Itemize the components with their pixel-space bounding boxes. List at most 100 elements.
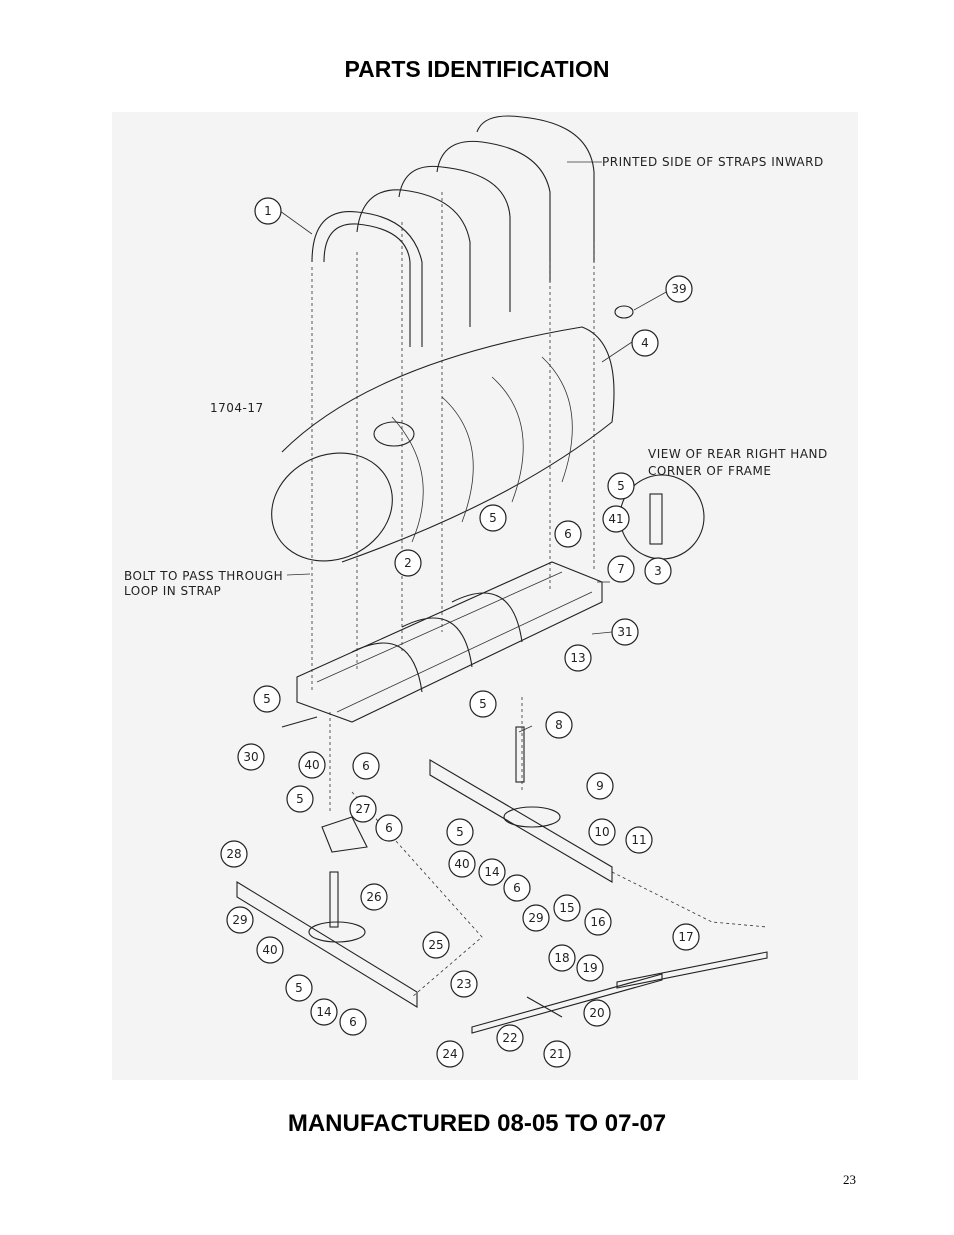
callout-1: 1 [254, 197, 282, 225]
svg-text:5: 5 [479, 697, 487, 711]
svg-text:6: 6 [513, 881, 521, 895]
callout-40: 40 [448, 850, 476, 878]
callout-29: 29 [522, 904, 550, 932]
svg-text:15: 15 [559, 901, 574, 915]
callout-6: 6 [375, 814, 403, 842]
svg-text:2: 2 [404, 556, 412, 570]
callout-8: 8 [545, 711, 573, 739]
callout-39: 39 [665, 275, 693, 303]
note-bolt-1: BOLT TO PASS THROUGH [124, 569, 283, 583]
callout-5: 5 [285, 974, 313, 1002]
callout-19: 19 [576, 954, 604, 982]
callout-4: 4 [631, 329, 659, 357]
callout-25: 25 [422, 931, 450, 959]
svg-text:6: 6 [564, 527, 572, 541]
svg-text:10: 10 [594, 825, 609, 839]
callout-24: 24 [436, 1040, 464, 1068]
callout-18: 18 [548, 944, 576, 972]
callout-5: 5 [607, 472, 635, 500]
svg-text:29: 29 [528, 911, 543, 925]
svg-text:14: 14 [484, 865, 499, 879]
svg-text:26: 26 [366, 890, 381, 904]
callout-22: 22 [496, 1024, 524, 1052]
svg-text:23: 23 [456, 977, 471, 991]
svg-text:3: 3 [654, 564, 662, 578]
callout-14: 14 [310, 998, 338, 1026]
callout-6: 6 [339, 1008, 367, 1036]
parts-diagram: PRINTED SIDE OF STRAPS INWARD 1704-17 VI… [112, 112, 858, 1080]
callout-28: 28 [220, 840, 248, 868]
callout-17: 17 [672, 923, 700, 951]
note-straps: PRINTED SIDE OF STRAPS INWARD [602, 155, 824, 169]
guide-lines [311, 192, 768, 998]
callout-6: 6 [554, 520, 582, 548]
svg-text:40: 40 [262, 943, 277, 957]
svg-text:40: 40 [454, 857, 469, 871]
svg-text:5: 5 [489, 511, 497, 525]
tank-straps [311, 115, 595, 347]
callout-2: 2 [394, 549, 422, 577]
callout-5: 5 [253, 685, 281, 713]
callout-5: 5 [479, 504, 507, 532]
svg-text:27: 27 [355, 802, 370, 816]
callout-10: 10 [588, 818, 616, 846]
callout-5: 5 [446, 818, 474, 846]
callout-21: 21 [543, 1040, 571, 1068]
callout-11: 11 [625, 826, 653, 854]
callout-13: 13 [564, 644, 592, 672]
callout-6: 6 [503, 874, 531, 902]
svg-text:40: 40 [304, 758, 319, 772]
svg-text:22: 22 [502, 1031, 517, 1045]
page-title: PARTS IDENTIFICATION [344, 56, 610, 82]
svg-text:1: 1 [264, 204, 272, 218]
callout-3: 3 [644, 557, 672, 585]
svg-text:28: 28 [226, 847, 241, 861]
svg-text:21: 21 [549, 1047, 564, 1061]
frame [296, 561, 603, 723]
small-parts [281, 305, 663, 928]
svg-text:30: 30 [243, 750, 258, 764]
callout-29: 29 [226, 906, 254, 934]
svg-text:5: 5 [295, 981, 303, 995]
svg-text:20: 20 [589, 1006, 604, 1020]
svg-text:16: 16 [590, 915, 605, 929]
svg-text:4: 4 [641, 336, 649, 350]
callout-7: 7 [607, 555, 635, 583]
svg-text:8: 8 [555, 718, 563, 732]
manufactured-date-title: MANUFACTURED 08-05 TO 07-07 [287, 1110, 667, 1137]
svg-text:5: 5 [263, 692, 271, 706]
callout-5: 5 [286, 785, 314, 813]
svg-text:9: 9 [596, 779, 604, 793]
svg-text:5: 5 [296, 792, 304, 806]
callout-31: 31 [611, 618, 639, 646]
callout-23: 23 [450, 970, 478, 998]
svg-text:29: 29 [232, 913, 247, 927]
callout-14: 14 [478, 858, 506, 886]
callout-15: 15 [553, 894, 581, 922]
leader-lines [279, 161, 669, 733]
svg-text:19: 19 [582, 961, 597, 975]
callout-20: 20 [583, 999, 611, 1027]
callout-30: 30 [237, 743, 265, 771]
tank [271, 326, 615, 563]
svg-text:6: 6 [349, 1015, 357, 1029]
svg-text:7: 7 [617, 562, 625, 576]
note-view-1: VIEW OF REAR RIGHT HAND [648, 447, 828, 461]
page-number: 23 [843, 1172, 856, 1187]
svg-text:31: 31 [617, 625, 632, 639]
svg-text:39: 39 [671, 282, 686, 296]
svg-text:5: 5 [617, 479, 625, 493]
drawing-number: 1704-17 [210, 401, 264, 415]
svg-text:41: 41 [608, 512, 623, 526]
callout-41: 41 [602, 505, 630, 533]
svg-text:11: 11 [631, 833, 646, 847]
note-bolt-2: LOOP IN STRAP [124, 584, 221, 598]
svg-text:5: 5 [456, 825, 464, 839]
callout-16: 16 [584, 908, 612, 936]
axles [236, 759, 768, 1034]
callout-26: 26 [360, 883, 388, 911]
svg-text:6: 6 [362, 759, 370, 773]
svg-text:25: 25 [428, 938, 443, 952]
svg-text:24: 24 [442, 1047, 457, 1061]
svg-text:6: 6 [385, 821, 393, 835]
